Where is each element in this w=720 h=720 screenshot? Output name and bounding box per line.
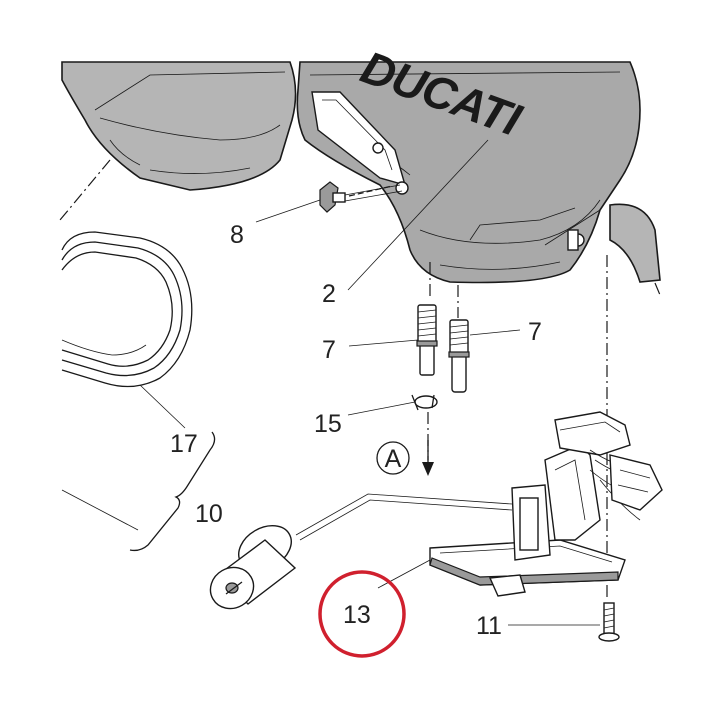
part-number-10: 10 — [195, 500, 223, 528]
part-number-7-right: 7 — [528, 318, 542, 346]
part-number-15: 15 — [314, 410, 342, 438]
view-marker-circle — [376, 441, 410, 475]
part-number-17: 17 — [170, 430, 198, 458]
mounting-bolt-11 — [598, 602, 620, 642]
leader-lines — [61, 139, 600, 626]
group-brace — [129, 431, 216, 552]
threaded-stud-left — [416, 304, 438, 376]
tank-seal-gasket — [61, 231, 193, 388]
threaded-stud-right — [448, 319, 470, 393]
part-number-13: 13 — [343, 601, 371, 629]
part-number-2: 2 — [322, 280, 336, 308]
alignment-lines — [59, 159, 661, 600]
view-marker-label: A — [385, 445, 402, 473]
part-number-8: 8 — [230, 221, 244, 249]
fuel-tank-left-section — [61, 61, 297, 191]
view-direction-arrow — [422, 440, 434, 476]
part-number-7-left: 7 — [322, 336, 336, 364]
fuel-tank-right-section — [296, 61, 661, 284]
part-number-11: 11 — [476, 612, 502, 640]
hose-connector-8 — [319, 181, 403, 213]
retaining-clip-15 — [411, 394, 438, 411]
fuel-pump-assembly — [209, 411, 663, 610]
highlight-circle — [318, 570, 406, 658]
